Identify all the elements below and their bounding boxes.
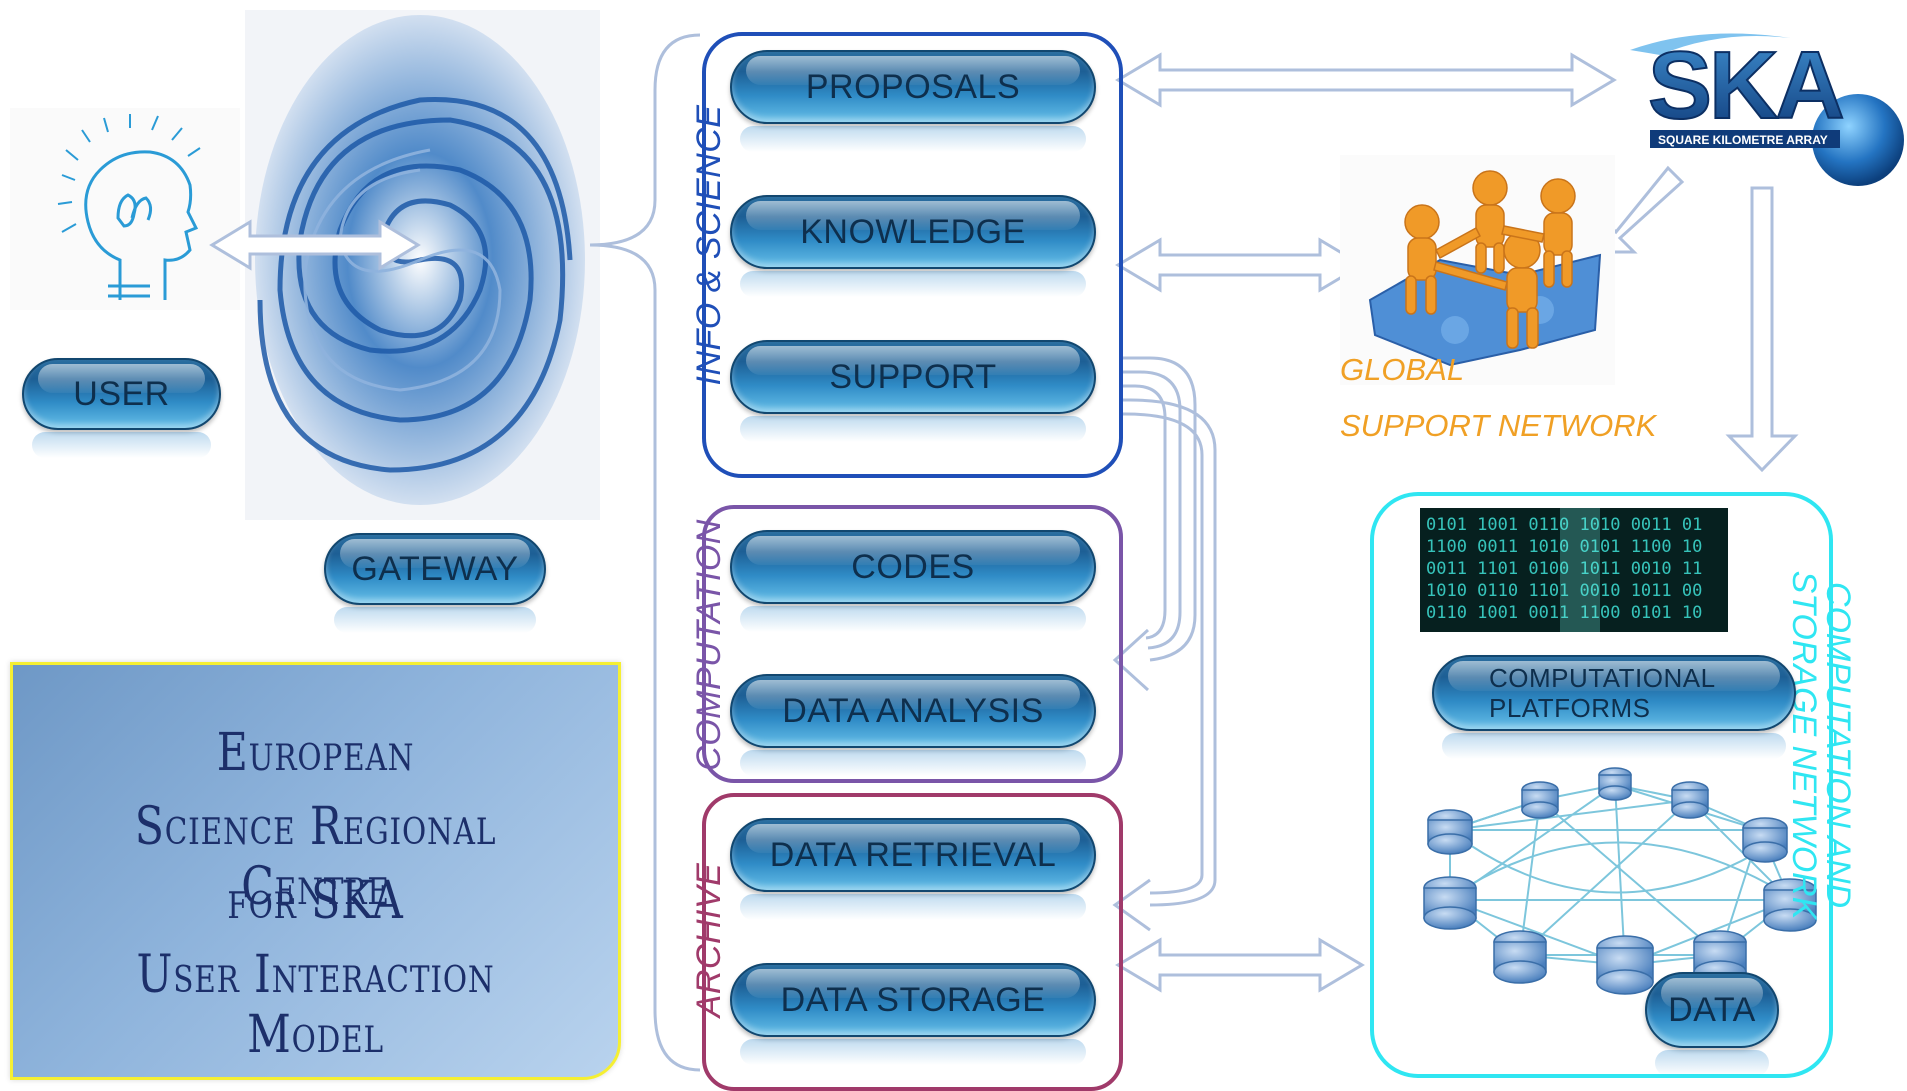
knowledge-network-arrow [1115, 237, 1365, 293]
data-label: DATA [1668, 990, 1756, 1029]
ska-logo: SKA SQUARE KILOMETRE ARRAY [1630, 31, 1904, 186]
computational-platforms-line1: COMPUTATIONAL [1489, 663, 1716, 693]
data-analysis-label: DATA ANALYSIS [782, 691, 1044, 730]
group-brace [589, 33, 701, 1072]
support-network-line1: GLOBAL [1340, 352, 1465, 387]
storage-network-label: COMPUTATION AND STORAGE NETWORK [1785, 555, 1857, 935]
support-button[interactable]: SUPPORT [730, 340, 1096, 442]
computation-group [702, 505, 1123, 783]
caption-line-1: European [216, 723, 415, 783]
caption-line-4: User Interaction Model [136, 945, 495, 1065]
codes-button[interactable]: CODES [730, 530, 1096, 632]
user-button[interactable]: USER [22, 358, 221, 458]
svg-text:0101 1001 0110 1010 0011 01: 0101 1001 0110 1010 0011 01 [1426, 515, 1702, 535]
data-retrieval-label: DATA RETRIEVAL [769, 835, 1057, 874]
proposals-label: PROPOSALS [805, 67, 1021, 106]
info-science-group [702, 32, 1123, 478]
data-storage-button[interactable]: DATA STORAGE [730, 963, 1096, 1065]
computation-label: COMPUTATION [690, 519, 728, 771]
data-retrieval-button[interactable]: DATA RETRIEVAL [730, 818, 1096, 920]
user-gateway-arrow [209, 219, 421, 271]
info-science-label: INFO & SCIENCE [690, 104, 728, 386]
support-flow-arrows [1112, 356, 1217, 932]
storage-network-label-line2: STORAGE NETWORK [1785, 570, 1823, 920]
support-label: SUPPORT [829, 357, 997, 396]
title-caption-box: European Science Regional Centre for SKA… [10, 662, 621, 1080]
svg-text:0011 1101 0100 1011 0010 11: 0011 1101 0100 1011 0010 11 [1426, 559, 1702, 579]
proposals-ska-arrow [1115, 52, 1617, 108]
codes-label: CODES [851, 547, 975, 586]
binary-code-icon: 0101 1001 0110 1010 0011 01 1100 0011 10… [1420, 508, 1728, 632]
ska-logo-subtitle: SQUARE KILOMETRE ARRAY [1658, 133, 1828, 147]
svg-text:1010 0110 1101 0010 1011 00: 1010 0110 1101 0010 1011 00 [1426, 581, 1702, 601]
storage-network-label-line1: COMPUTATION AND [1819, 581, 1857, 909]
gateway-button[interactable]: GATEWAY [324, 533, 546, 633]
database-network-icon [1423, 767, 1817, 995]
lightbulb-head-icon [10, 108, 240, 310]
computational-platforms-button[interactable]: COMPUTATIONAL PLATFORMS [1432, 655, 1796, 759]
archive-label: ARCHIVE [690, 862, 728, 1018]
computational-platforms-label: COMPUTATIONAL PLATFORMS [1434, 663, 1716, 723]
knowledge-button[interactable]: KNOWLEDGE [730, 195, 1096, 297]
ska-storage-arrow [1725, 186, 1799, 473]
data-button[interactable]: DATA [1645, 972, 1779, 1076]
user-label: USER [73, 374, 170, 413]
spiral-gateway-icon [245, 10, 600, 520]
knowledge-label: KNOWLEDGE [800, 212, 1026, 251]
computational-platforms-line2: PLATFORMS [1489, 693, 1651, 723]
ska-logo-text: SKA [1648, 32, 1842, 139]
support-network-line2: SUPPORT NETWORK [1340, 408, 1657, 443]
data-storage-label: DATA STORAGE [780, 980, 1046, 1019]
svg-text:0110 1001 0011 1100 0101 10: 0110 1001 0011 1100 0101 10 [1426, 603, 1702, 623]
caption-line-2: Science Regional Centre [134, 797, 497, 917]
storage-network-arrow [1115, 937, 1365, 993]
gateway-label: GATEWAY [351, 549, 519, 588]
proposals-button[interactable]: PROPOSALS [730, 50, 1096, 152]
people-puzzle-icon [1340, 155, 1615, 385]
caption-line-3: for SKA [227, 871, 404, 931]
data-analysis-button[interactable]: DATA ANALYSIS [730, 674, 1096, 776]
svg-text:1100 0011 1010 0101 1100 10: 1100 0011 1010 0101 1100 10 [1426, 537, 1702, 557]
